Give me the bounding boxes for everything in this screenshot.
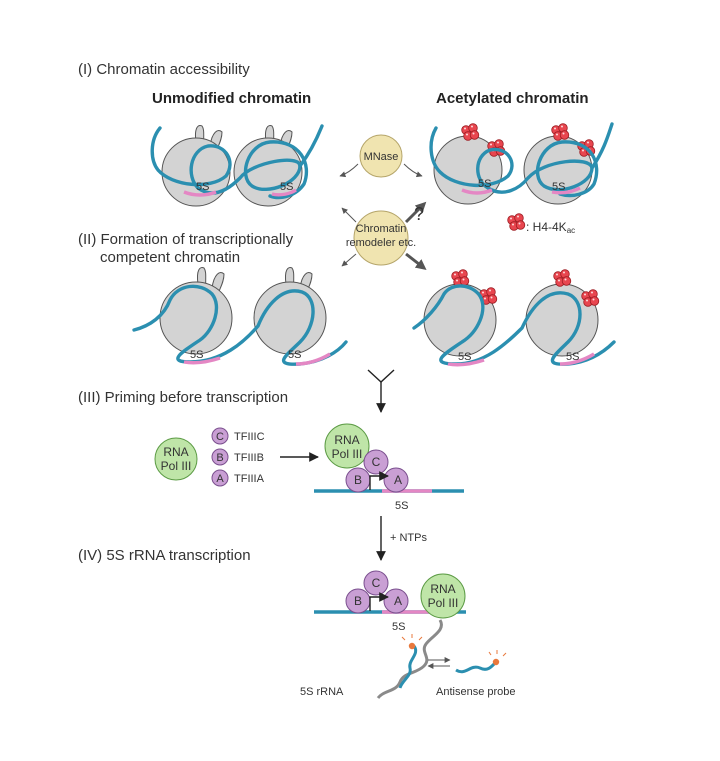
tfiiia-label: TFIIIA [234,473,265,485]
five-s-label: 5S [566,351,579,363]
acetylation-mark [553,269,572,287]
remodeler-arrow-up-right [404,201,427,224]
five-s-region [461,188,493,195]
tfiiib-label: TFIIIB [234,452,264,464]
preinitiation-complex: RNA Pol III C B A 5S [314,423,464,512]
probe-label-dot [492,658,500,666]
five-s-region [183,356,221,365]
acetylation-mark [507,213,526,231]
transcription-complex: C B A RNA Pol III 5S [314,570,466,633]
five-s-region [447,358,485,367]
five-s-label: 5S [458,351,471,363]
remodeler-arrow-down-right [405,252,427,270]
tfiiic [363,570,389,596]
pol-label-line1: RNA [430,582,455,596]
question-mark: ? [414,204,424,224]
probe-signal-rays [488,650,507,657]
five-s-label: 5S [552,181,565,193]
acetylation-mark [461,123,480,141]
tfiiia-icon [211,469,229,487]
bound-probe [398,645,418,689]
five-s-label: 5S [196,181,209,193]
probe-label-dot [408,642,416,650]
free-antisense-probe: Antisense probe [436,650,516,698]
dna-strand [150,126,309,200]
heading-unmodified-chromatin: Unmodified chromatin [152,90,311,107]
pol-label-line2: Pol III [332,447,363,461]
mnase-label: MNase [364,151,399,163]
tfiiic-label: TFIIIC [234,431,265,443]
dna-strand [132,284,348,366]
pol-label-line1: RNA [163,445,188,459]
tfiiia-letter: A [216,473,224,485]
five-s-region [183,190,217,197]
unmodified-chromatin-row1: 5S 5S [150,124,324,207]
merge-lines [367,369,395,383]
ntps-label: + NTPs [390,532,427,544]
antisense-probe-label: Antisense probe [436,686,516,698]
acetylated-chromatin-row2: 5S 5S [412,269,616,367]
remodeler-label-line1: Chromatin [356,223,407,235]
tfiiia-letter: A [394,594,402,608]
tfiiic-letter: C [216,431,224,443]
dna-strand [429,126,599,198]
section-chromatin-accessibility: (I) Chromatin accessibility [78,61,250,78]
tss-arrow [369,592,389,611]
nucleosome [253,267,327,355]
section-competent-chromatin-line1: (II) Formation of transcriptionally [78,231,294,248]
five-s-region [271,188,297,197]
tfiiib-letter: B [354,594,362,608]
section-transcription: (IV) 5S rRNA transcription [78,547,251,564]
acetylation-mark [581,289,600,307]
five-s-region [559,352,595,366]
tfiiic-icon [211,427,229,445]
rna-pol-iii [324,423,370,469]
five-s-region [551,186,581,195]
five-s-label: 5S [395,500,408,512]
five-s-rrna-strand [376,619,443,700]
tfiiib-icon [211,448,229,466]
remodeler-label-line2: remodeler etc. [346,237,416,249]
five-s-label: 5S [190,349,203,361]
five-s-label: 5S [288,349,301,361]
unmodified-chromatin-row2: 5S 5S [132,267,348,366]
tfiiic-letter: C [372,576,381,590]
probe-signal-rays [401,634,423,641]
tfiiic-letter: C [372,455,381,469]
factor-legend: C TFIIIC B TFIIIB A TFIIIA [211,427,265,487]
section-competent-chromatin-line2: competent chromatin [100,249,240,266]
rna-pol-iii-free: RNA Pol III [154,437,198,481]
remodeler-arrow-down-left [341,253,357,267]
mnase-arrow-left [339,163,359,178]
dna-strand [412,284,616,366]
acetylated-chromatin-row1: 5S 5S [429,122,614,205]
pol-label-line2: Pol III [428,596,459,610]
five-s-label: 5S [392,621,405,633]
tfiiia-letter: A [394,473,402,487]
heading-acetylated-chromatin: Acetylated chromatin [436,90,589,107]
rrna-probe-hybrid: 5S rRNA [300,619,443,700]
acetylation-mark [551,123,570,141]
tfiiib-letter: B [354,473,362,487]
tfiiic [363,449,389,475]
five-s-region [295,352,331,366]
tss-arrow [369,471,389,490]
rna-pol-iii [420,573,466,619]
chromatin-remodeler: Chromatin remodeler etc. [346,210,416,266]
remodeler-arrow-up-left [341,207,357,223]
five-s-label: 5S [478,178,491,190]
pol-label-line1: RNA [334,433,359,447]
pol-label-line2: Pol III [161,459,192,473]
legend-label: : H4-4Kac [526,220,575,235]
mnase-arrow-right [403,163,423,178]
five-s-label: 5S [280,181,293,193]
h4-acetylation-legend: : H4-4Kac [507,213,575,235]
tfiiib-letter: B [216,452,223,464]
mnase-enzyme: MNase [359,134,403,178]
rrna-label: 5S rRNA [300,686,344,698]
section-priming: (III) Priming before transcription [78,389,288,406]
acetylation-mark [451,269,470,287]
